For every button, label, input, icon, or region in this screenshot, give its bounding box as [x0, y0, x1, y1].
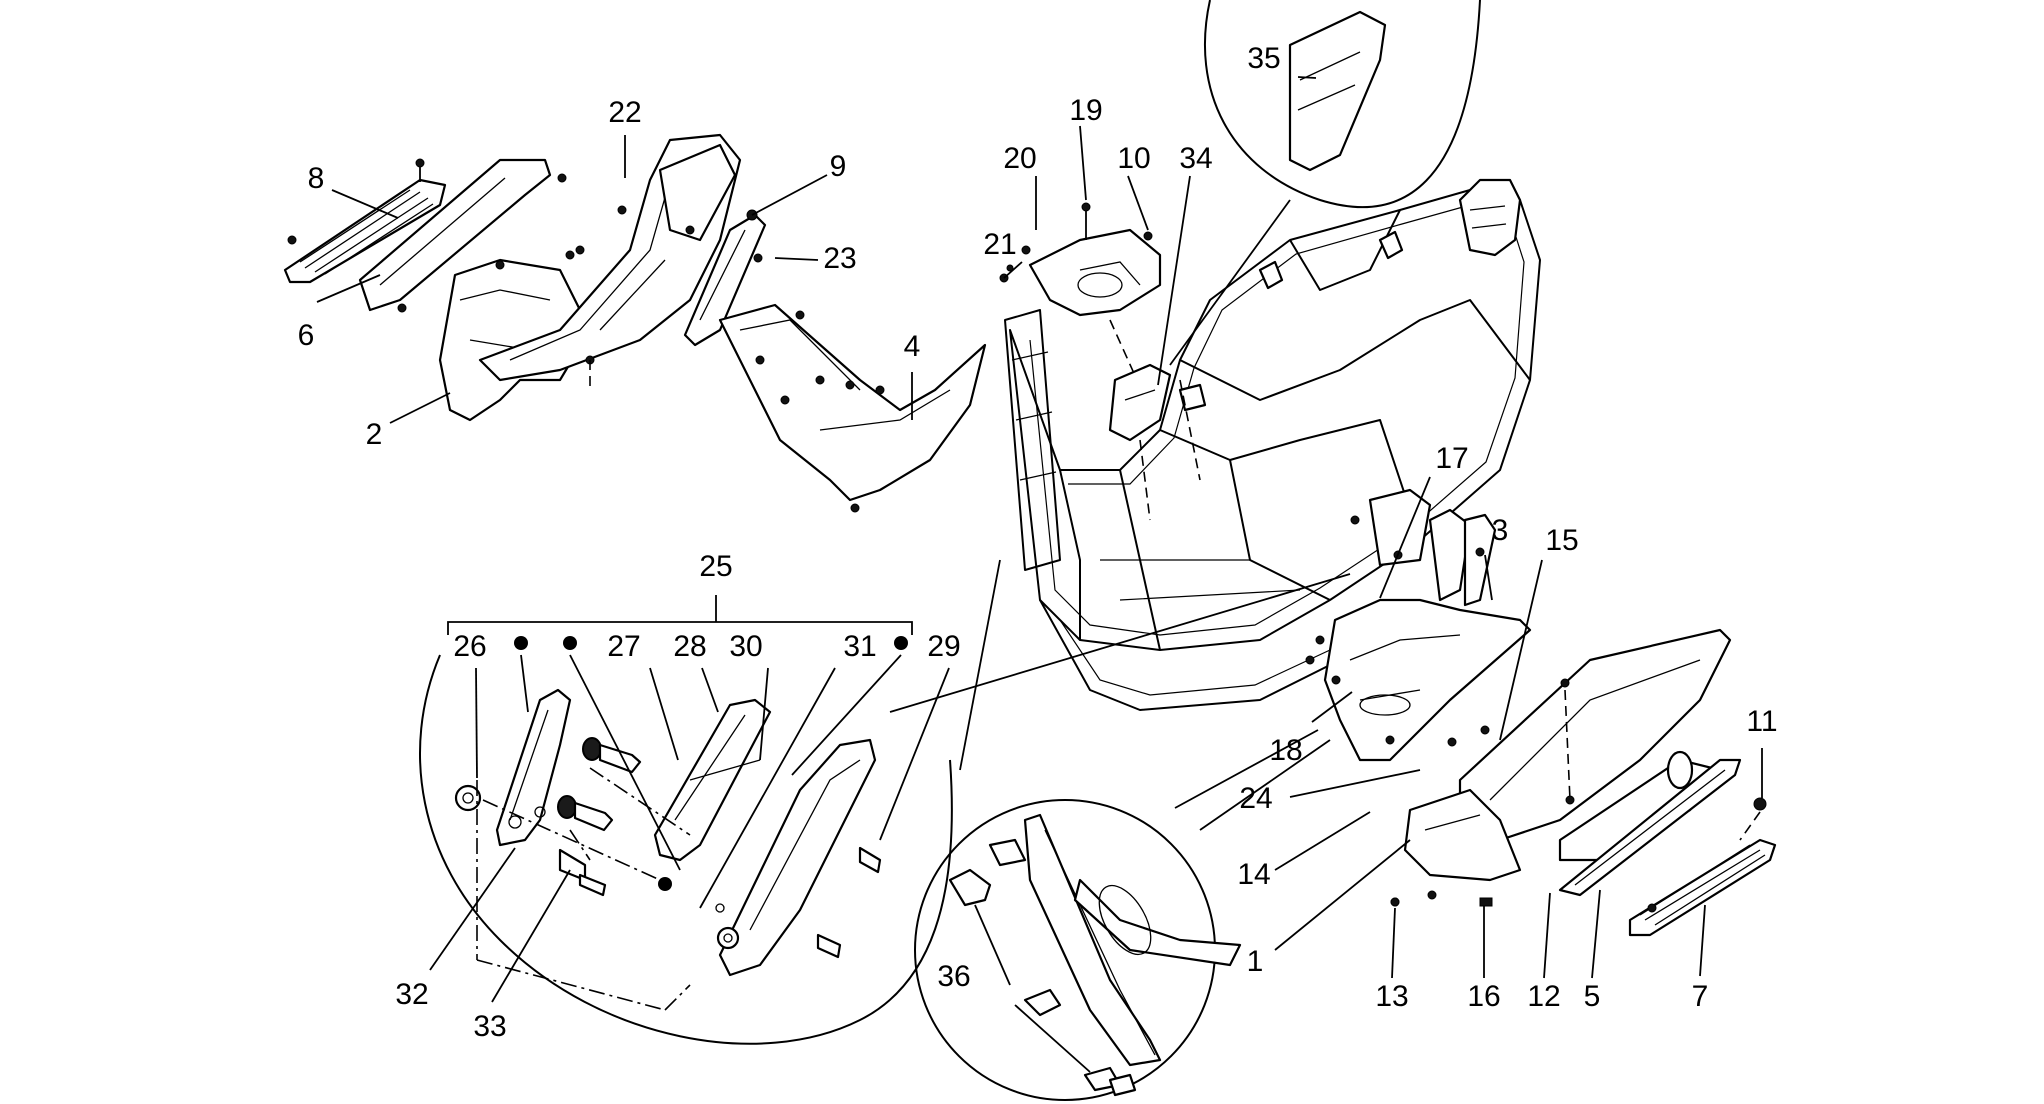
callout-12: 12: [1527, 980, 1560, 1013]
part-9-small-panel: [683, 209, 767, 347]
callout-35: 35: [1247, 42, 1280, 75]
part-2-leg-shield-left: [438, 250, 592, 422]
callout-8: 8: [308, 162, 325, 195]
callout-labels: 1 2 3 4 5 6 7 8 9 10 11 12 13 14 15 16 1…: [298, 42, 1778, 1043]
callout-10: 10: [1117, 142, 1150, 175]
kit-leaders: [429, 654, 950, 1011]
callout-6: 6: [298, 319, 315, 352]
callout-33: 33: [473, 1010, 506, 1043]
part-17-bracket-set: [1350, 488, 1497, 607]
callout-27: 27: [607, 630, 640, 663]
callout-leaders: [316, 76, 1763, 979]
callout-34: 34: [1179, 142, 1212, 175]
callout-14: 14: [1237, 858, 1270, 891]
callout-26: 26: [453, 630, 486, 663]
callout-1: 1: [1247, 945, 1264, 978]
scooter-frame: [1004, 178, 1541, 711]
part-10-headstock-cover: [1021, 202, 1162, 421]
detail-circle-kit-25: [419, 559, 1351, 1045]
kit-25-bracket: [447, 595, 913, 635]
part-16-clip: [1479, 897, 1493, 907]
callout-7: 7: [1692, 980, 1709, 1013]
callout-22: 22: [608, 96, 641, 129]
part-26-bolts: [557, 737, 642, 897]
part-28-pad: [653, 698, 772, 862]
part-4-lower-front-shield: [718, 303, 987, 513]
detail-circle-36: [914, 729, 1331, 1101]
callout-15: 15: [1545, 524, 1578, 557]
part-26-bracket: [495, 688, 572, 847]
callout-5: 5: [1584, 980, 1601, 1013]
callout-23: 23: [823, 242, 856, 275]
part-3-footboard-side: [1305, 598, 1532, 762]
part-21-clip: [999, 264, 1014, 283]
callout-16: 16: [1467, 980, 1500, 1013]
callout-19: 19: [1069, 94, 1102, 127]
callout-25: 25: [699, 550, 732, 583]
part-13-screw: [1390, 897, 1400, 907]
part-15-footboard-main: [1458, 628, 1732, 862]
callout-32: 32: [395, 978, 428, 1011]
part-7-footrest-right: [1628, 838, 1777, 937]
callout-24: 24: [1239, 782, 1272, 815]
callout-13: 13: [1375, 980, 1408, 1013]
callout-30: 30: [729, 630, 762, 663]
part-26-washer: [454, 784, 482, 812]
part-34-bracket: [1108, 363, 1201, 521]
part-6-side-strip-left: [358, 158, 567, 313]
callout-4: 4: [904, 330, 921, 363]
kit-dots: [514, 636, 908, 891]
part-12-rail: [1558, 758, 1742, 897]
part-22-front-cover: [478, 133, 742, 390]
callout-18: 18: [1269, 734, 1302, 767]
callout-21: 21: [983, 228, 1016, 261]
callout-20: 20: [1003, 142, 1036, 175]
callout-11: 11: [1746, 705, 1777, 738]
callout-36: 36: [937, 960, 970, 993]
callout-17: 17: [1435, 442, 1468, 475]
callout-9: 9: [830, 150, 847, 183]
part-11-screw: [1739, 797, 1767, 841]
callout-28: 28: [673, 630, 706, 663]
part-31-cover: [715, 738, 877, 977]
callout-2: 2: [366, 418, 383, 451]
part-8-footrest-left: [283, 158, 447, 284]
callout-29: 29: [927, 630, 960, 663]
detail-circle-35: [1169, 0, 1481, 366]
callout-3: 3: [1492, 514, 1509, 547]
part-29-screws: [816, 846, 882, 959]
callout-31: 31: [843, 630, 876, 663]
